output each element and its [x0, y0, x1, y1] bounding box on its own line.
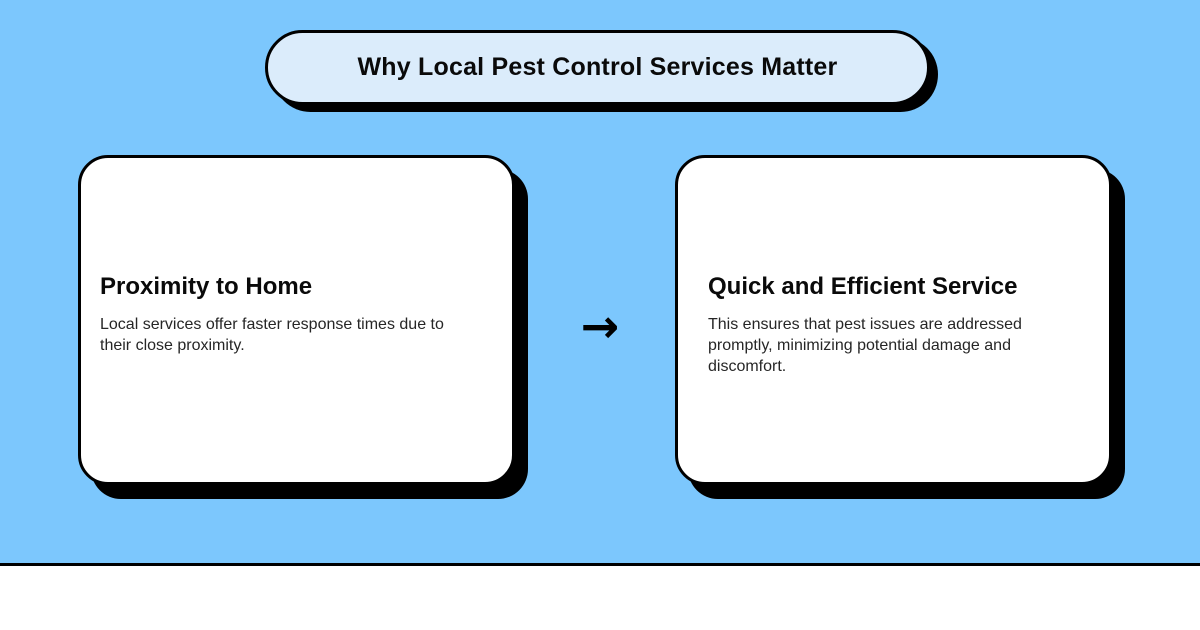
- card-quick-efficient-service: Quick and Efficient Service This ensures…: [675, 155, 1112, 485]
- card-content: Proximity to Home Local services offer f…: [100, 273, 472, 356]
- card-body-text: Local services offer faster response tim…: [100, 315, 444, 354]
- right-arrow-icon: →: [580, 299, 620, 353]
- footer-divider-strip: [0, 563, 1200, 630]
- card-title: Proximity to Home: [100, 273, 313, 300]
- card-proximity-to-home: Proximity to Home Local services offer f…: [78, 155, 515, 485]
- page-title: Why Local Pest Control Services Matter: [357, 53, 838, 81]
- card-body-text: This ensures that pest issues are addres…: [708, 315, 1022, 376]
- card-title: Quick and Efficient Service: [708, 273, 1018, 300]
- card-content: Quick and Efficient Service This ensures…: [708, 273, 1053, 377]
- header-title-pill: Why Local Pest Control Services Matter: [265, 30, 930, 105]
